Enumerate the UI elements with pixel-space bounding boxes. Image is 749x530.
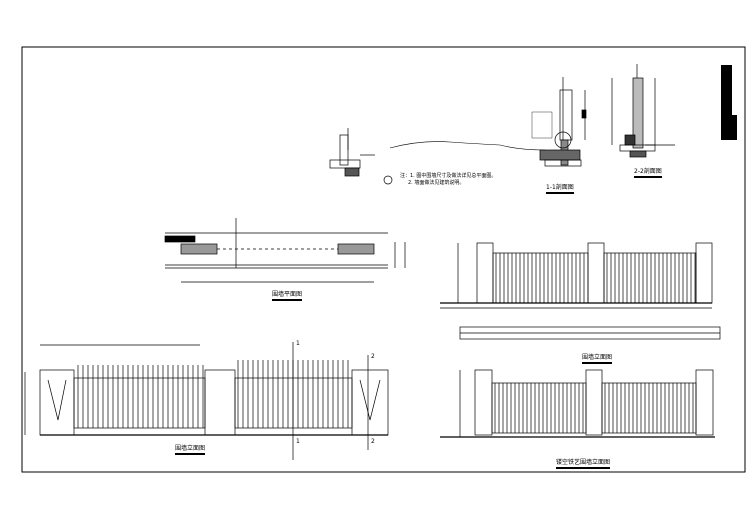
iron-fence-elevation-drawing [440, 369, 715, 438]
section-2-2-drawing [611, 64, 675, 158]
section-mark-2-bottom: 2 [371, 438, 375, 445]
right-elevation-title: 围墙立面图 [582, 352, 613, 364]
title-block [721, 65, 732, 140]
detail-section [329, 128, 393, 185]
right-elevation-drawing [440, 242, 721, 340]
note-line-1: 注：1. 图中围墙尺寸及做法详见总平面图。 [400, 173, 497, 179]
section-mark-1-bottom: 1 [296, 438, 300, 445]
note-line-2: 2. 墙面做法见建筑说明。 [408, 180, 465, 186]
plan-drawing [164, 218, 406, 283]
section-mark-2-top: 2 [371, 353, 375, 360]
terrain-line [389, 141, 546, 151]
section-mark-1-top: 1 [296, 340, 300, 347]
section-1-1-title: 1-1剖面图 [546, 182, 574, 194]
drawing-frame [21, 46, 746, 473]
left-elevation-title: 围墙立面图 [175, 443, 206, 455]
plan-title: 围墙平面图 [272, 289, 303, 301]
iron-fence-elevation-title: 镂空铁艺围墙立面图 [556, 457, 611, 469]
section-1-1-drawing [531, 77, 587, 167]
section-2-2-title: 2-2剖面图 [634, 166, 662, 178]
left-elevation-drawing [24, 342, 389, 460]
